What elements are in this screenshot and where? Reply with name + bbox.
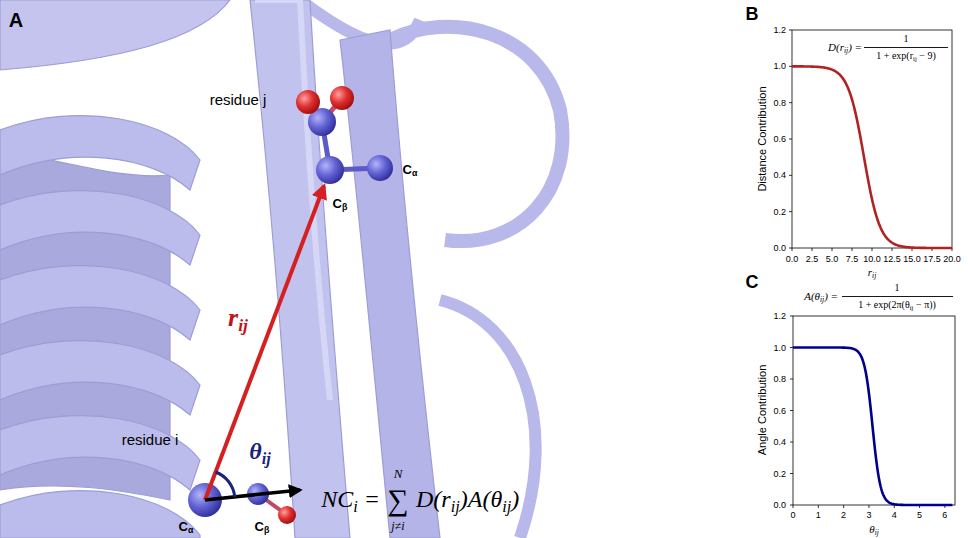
atom-label: Cβ [255,520,270,535]
tick-mark [790,442,793,443]
tick-label: 4 [892,510,897,520]
panel-letter: C [746,272,759,293]
equation-text: D(rij)A(θij) [416,486,519,514]
residue-label: residue j [210,91,267,108]
tick-mark [790,347,793,348]
plot-frame [793,316,955,505]
atom-label: Cβ [333,197,348,212]
tick-mark [818,505,819,508]
tick-label: 5 [917,510,922,520]
tick-label: 0 [790,510,795,520]
tick-label: 0.0 [773,500,786,510]
equation-denominator: 1 + exp(rij − 9) [876,50,936,62]
equation-text: D(rij) = [828,41,862,54]
tick-label: 0.8 [773,97,786,107]
axis-title: Distance Contribution [756,86,769,191]
residue-j-atoms [296,86,393,184]
atom-label: Cα [179,520,194,535]
vector-label: rij [228,303,248,333]
tick-label: 0.8 [773,374,786,384]
equation-text: NCi = [321,486,380,514]
tick-mark [793,505,794,508]
protein-cartoon [0,0,562,538]
equation-numerator: 1 [895,282,900,294]
sum-limit: j≠i [391,520,404,534]
tick-mark [789,139,792,140]
tick-label: 0.0 [786,254,799,264]
tick-label: 2 [841,510,846,520]
tick-mark [789,211,792,212]
angle-label: θij [249,438,271,466]
fraction-bars [842,48,953,297]
tick-label: 0.4 [773,437,786,447]
tick-mark [789,175,792,176]
tick-label: 0.4 [773,170,786,180]
tick-label: 7.5 [846,254,859,264]
vectors [205,186,324,500]
tick-mark [892,248,893,251]
tick-label: 2.5 [806,254,819,264]
tick-label: 12.5 [883,254,901,264]
tick-label: 1.0 [773,61,786,71]
tick-mark [790,473,793,474]
axis-title: θij [869,523,879,536]
tick-mark [789,66,792,67]
tick-label: 1.0 [773,342,786,352]
tick-mark [872,248,873,251]
tick-mark [790,410,793,411]
tick-label: 1 [816,510,821,520]
residue-label: residue i [122,431,179,448]
tick-label: 3 [866,510,871,520]
tick-mark [789,30,792,31]
tick-label: 0.6 [773,405,786,415]
panel-letter: B [746,4,759,25]
axis-title: Angle Contribution [756,365,769,456]
plot-frame [792,30,952,248]
tick-mark [790,505,793,506]
tick-mark [868,505,869,508]
tick-label: 0.2 [773,468,786,478]
tick-mark [790,316,793,317]
tick-mark [832,248,833,251]
equation-text: A(θij) = [804,290,838,303]
function-curve [793,348,952,506]
tick-label: 15.0 [903,254,921,264]
tick-mark [852,248,853,251]
tick-label: 6 [942,510,947,520]
tick-mark [792,248,793,251]
tick-mark [812,248,813,251]
atom-label: Cα [403,163,418,178]
tick-label: 17.5 [923,254,941,264]
tick-label: 20.0 [943,254,961,264]
sum-symbol: ∑ [387,483,408,518]
equation-numerator: 1 [904,33,909,45]
tick-label: 10.0 [863,254,881,264]
sum-limit: N [394,467,403,482]
tick-label: 5.0 [826,254,839,264]
tick-mark [789,102,792,103]
function-curve [792,66,952,248]
tick-mark [843,505,844,508]
residue-i-atoms [188,483,296,524]
tick-mark [790,379,793,380]
tick-label: 0.2 [773,206,786,216]
axis-title: rij [868,266,876,279]
equation-denominator: 1 + exp(2π(θij − π)) [858,299,936,311]
panel-letter: A [9,9,23,32]
tick-label: 0.0 [773,243,786,253]
tick-label: 1.2 [773,25,786,35]
tick-label: 0.6 [773,134,786,144]
tick-mark [789,248,792,249]
tick-label: 1.2 [773,311,786,321]
